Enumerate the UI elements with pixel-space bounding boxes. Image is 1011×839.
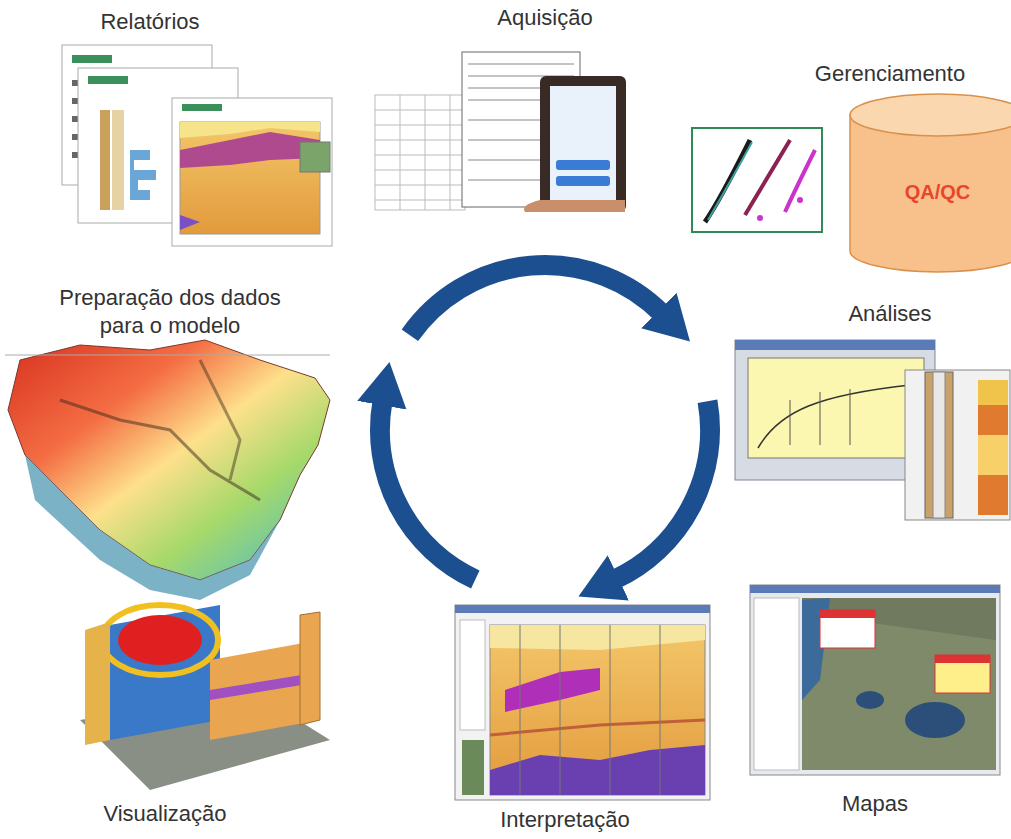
stage-label: Mapas <box>775 790 975 818</box>
stage-label: Análises <box>790 300 990 328</box>
acquisition-illustration <box>375 52 626 212</box>
analysis-illustration <box>735 340 1010 520</box>
stage-label: Preparação dos dados para o modelo <box>35 284 305 340</box>
node-text: QA/QC <box>849 181 1011 204</box>
map-screenshot <box>750 585 1000 775</box>
stage-label: Aquisição <box>445 4 645 32</box>
reports-illustration <box>62 45 332 246</box>
stage-label: Visualização <box>55 800 275 828</box>
stage-label: Interpretação <box>455 806 675 834</box>
cycle-arrows <box>380 265 710 580</box>
stage-label: Gerenciamento <box>780 60 1000 88</box>
stage-label: Relatórios <box>50 8 250 36</box>
scatter-plot <box>692 128 822 232</box>
terrain-model <box>5 340 330 600</box>
database-cylinder: QA/QC <box>849 93 1011 273</box>
visualization-3d <box>80 605 330 790</box>
interpretation-screenshot <box>455 605 710 800</box>
